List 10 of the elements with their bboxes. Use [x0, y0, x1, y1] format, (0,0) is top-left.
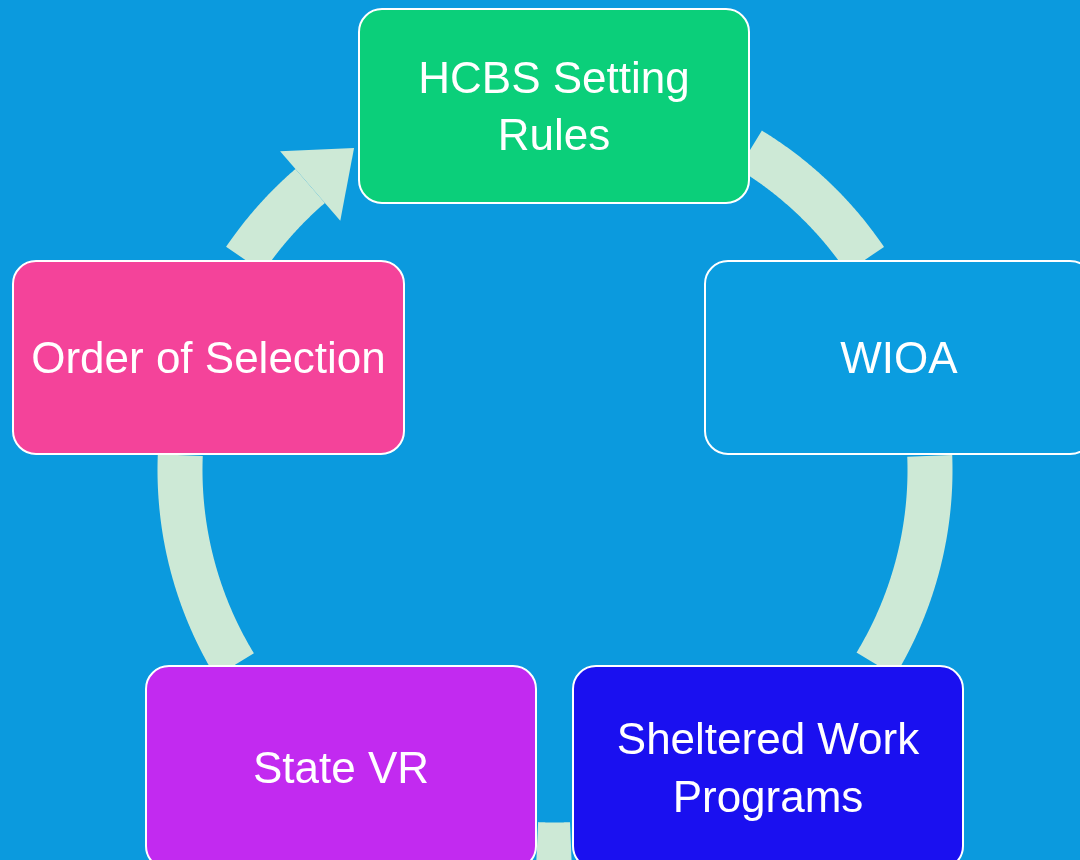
- box-label: State VR: [251, 741, 431, 794]
- box-label: Sheltered Work Programs: [615, 713, 921, 823]
- box-label: WIOA: [839, 331, 959, 384]
- cycle-box: [145, 665, 537, 860]
- cycle-box: [704, 260, 1080, 455]
- cycle-box: [12, 260, 405, 455]
- cycle-box: [572, 665, 964, 860]
- cycle-box: [358, 8, 750, 204]
- box-label: HCBS Setting Rules: [417, 51, 691, 161]
- box-label: Order of Selection: [30, 331, 387, 384]
